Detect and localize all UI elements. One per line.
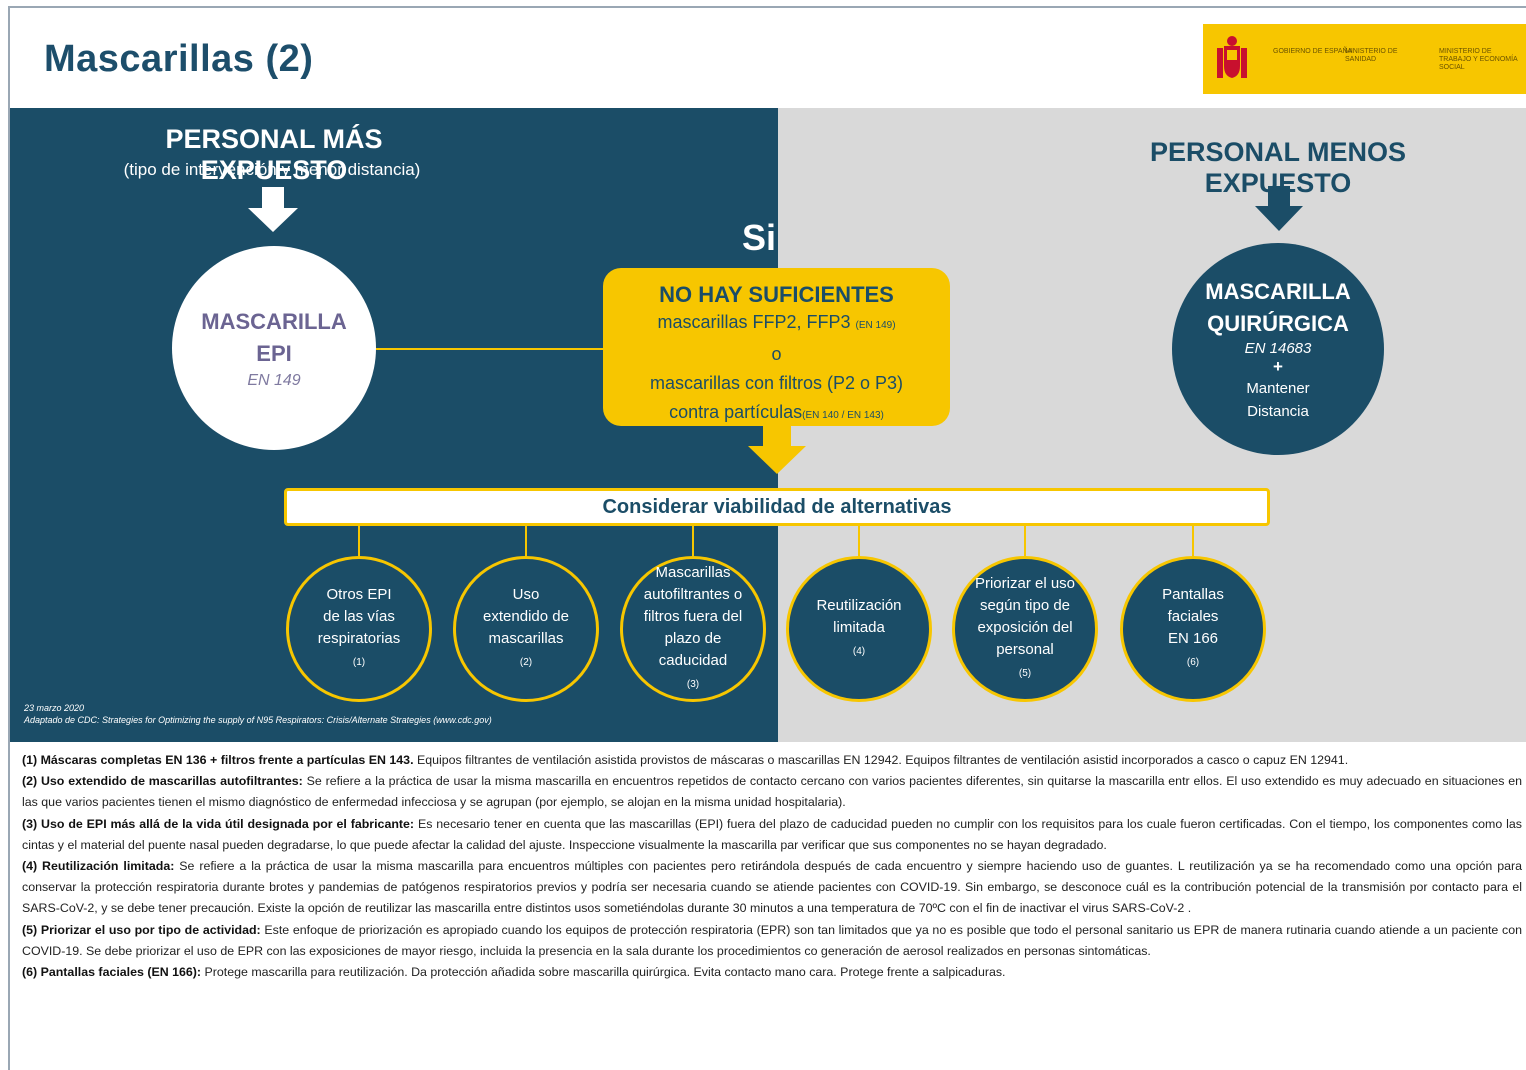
coat-of-arms-icon — [1217, 36, 1247, 78]
footnote-2: (2) Uso extendido de mascarillas autofil… — [22, 774, 1522, 810]
quir-line3: Mantener — [1246, 379, 1310, 397]
option-3: Mascarillas autofiltrantes o filtros fue… — [620, 556, 766, 702]
page-frame — [8, 6, 1526, 1070]
quir-standard: EN 14683 — [1244, 339, 1312, 357]
footnotes: (1) Máscaras completas EN 136 + filtros … — [22, 750, 1522, 983]
credit-source: Adaptado de CDC: Strategies for Optimizi… — [24, 715, 492, 725]
alternatives-bar: Considerar viabilidad de alternativas — [284, 488, 1270, 526]
epi-line2: EPI — [256, 341, 292, 366]
shortage-box: NO HAY SUFICIENTES mascarillas FFP2, FFP… — [603, 268, 950, 426]
logo-text-gobierno: GOBIERNO DE ESPAÑA — [1273, 48, 1353, 55]
footnote-4: (4) Reutilización limitada: Se refiere a… — [22, 859, 1522, 916]
epi-mask-circle: MASCARILLA EPI EN 149 — [172, 246, 376, 450]
arrow-down-icon — [248, 187, 298, 232]
surgical-mask-circle: MASCARILLA QUIRÚRGICA EN 14683 + Mantene… — [1172, 243, 1384, 455]
logo-text-sanidad: MINISTERIO DE SANIDAD — [1345, 48, 1398, 63]
epi-standard: EN 149 — [247, 372, 301, 389]
option-5: Priorizar el uso según tipo de exposició… — [952, 556, 1098, 702]
footnote-3: (3) Uso de EPI más allá de la vida útil … — [22, 816, 1522, 852]
government-logo: GOBIERNO DE ESPAÑA MINISTERIO DE SANIDAD… — [1203, 24, 1526, 94]
more-exposed-subheading: (tipo de intervención y menor distancia) — [123, 160, 421, 179]
less-exposed-heading: PERSONAL MENOS EXPUESTO — [1149, 137, 1407, 198]
logo-text-trabajo: MINISTERIO DE TRABAJO Y ECONOMÍA SOCIAL — [1439, 48, 1518, 71]
footnote-5: (5) Priorizar el uso por tipo de activid… — [22, 922, 1522, 958]
shortage-line1: mascarillas FFP2, FFP3 (EN 149) — [657, 312, 896, 332]
arrow-down-icon — [1255, 186, 1303, 231]
shortage-line3: contra partículas(EN 140 / EN 143) — [669, 402, 884, 422]
shortage-heading: NO HAY SUFICIENTES — [659, 282, 894, 307]
quir-line4: Distancia — [1247, 402, 1309, 420]
quir-line1: MASCARILLA — [1205, 278, 1351, 304]
option-6: Pantallas faciales EN 166 (6) — [1120, 556, 1266, 702]
option-4: Reutilización limitada (4) — [786, 556, 932, 702]
footnote-6: (6) Pantallas faciales (EN 166): Protege… — [22, 965, 1006, 980]
option-1: Otros EPI de las vías respiratorias (1) — [286, 556, 432, 702]
credit-date: 23 marzo 2020 — [24, 703, 85, 713]
shortage-or: o — [771, 344, 782, 364]
footnote-1: (1) Máscaras completas EN 136 + filtros … — [22, 753, 1349, 767]
quir-line2: QUIRÚRGICA — [1207, 310, 1349, 336]
more-exposed-heading: PERSONAL MÁS EXPUESTO — [165, 124, 383, 185]
page-title: Mascarillas (2) — [44, 38, 314, 80]
shortage-line2: mascarillas con filtros (P2 o P3) — [649, 373, 904, 393]
source-credit: 23 marzo 2020 Adaptado de CDC: Strategie… — [24, 702, 492, 726]
si-label: Si — [742, 217, 777, 258]
plus-icon: + — [1273, 356, 1283, 376]
arrow-down-icon — [748, 446, 806, 474]
epi-line1: MASCARILLA — [201, 309, 347, 334]
option-2: Uso extendido de mascarillas (2) — [453, 556, 599, 702]
